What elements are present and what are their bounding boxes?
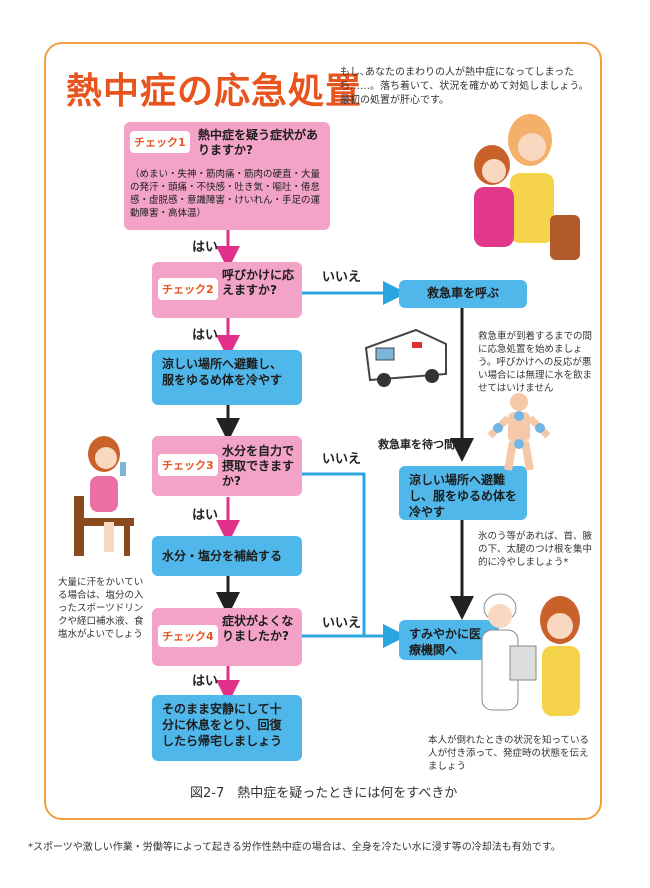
cool-down-right: 涼しい場所へ避難し、服をゆるめ体を冷やす <box>399 466 527 520</box>
outer-frame <box>44 42 602 820</box>
check4-question: 症状がよくなりましたか? <box>222 614 294 643</box>
ambulance-illustration <box>364 328 447 387</box>
yes-label-1: はい <box>192 240 219 255</box>
yes-label-2: はい <box>192 328 219 343</box>
check1-tag: チェック1 <box>130 131 190 153</box>
check3-tag: チェック3 <box>158 454 218 476</box>
hospital-note: 本人が倒れたときの状況を知っている人が付き添って、発症時の状態を伝えましょう <box>428 735 590 772</box>
footnote: *スポーツや激しい作業・労働等によって起きる労作性熱中症の場合は、全身を冷たい水… <box>28 842 561 853</box>
medical-staff-illustration <box>481 593 580 716</box>
sweat-note: 大量に汗をかいている場合は、塩分の入ったスポーツドリンクや経口補水液、食塩水がよ… <box>58 577 144 640</box>
yes-label-4: はい <box>192 674 219 689</box>
no-label-3: いいえ <box>322 616 362 631</box>
cool-down-left: 涼しい場所へ避難し、服をゆるめ体を冷やす <box>152 350 302 405</box>
figure-caption: 図2-7 熱中症を疑ったときには何をすべきか <box>190 786 458 801</box>
rest-box: そのまま安静にして十分に休息をとり、回復したら帰宅しましょう <box>152 695 302 761</box>
drinking-person-illustration <box>74 436 134 556</box>
check1-detail: （めまい・失神・筋肉痛・筋肉の硬直・大量の発汗・頭痛・不快感・吐き気・嘔吐・倦怠… <box>130 169 321 219</box>
ice-note: 氷のう等があれば、首、腋の下、太腿のつけ根を集中的に冷やしましょう* <box>478 531 593 568</box>
ambulance-note: 救急車が到着するまでの間に応急処置を始めましょう。呼びかけへの反応が悪い場合には… <box>478 331 593 394</box>
check3-question: 水分を自力で摂取できますか? <box>222 444 295 488</box>
caregivers-illustration <box>474 114 580 260</box>
check2-question: 呼びかけに応えますか? <box>222 268 295 297</box>
no-label-2: いいえ <box>322 452 362 467</box>
intro-text: もし､あなたのまわりの人が熱中症になってしまったら……。落ち着いて、状況を確かめ… <box>340 67 589 106</box>
cooling-body-illustration <box>487 393 551 471</box>
hydrate-box: 水分・塩分を補給する <box>152 536 302 576</box>
wait-label: 救急車を待つ間 <box>378 438 455 451</box>
yes-label-3: はい <box>192 508 219 523</box>
check2-tag: チェック2 <box>158 278 218 300</box>
ambulance-box: 救急車を呼ぶ <box>399 280 527 308</box>
check4-tag: チェック4 <box>158 625 218 647</box>
check1-question: 熱中症を疑う症状がありますか? <box>198 128 319 157</box>
page-title: 熱中症の応急処置 <box>66 71 363 112</box>
no-label-1: いいえ <box>322 270 362 285</box>
